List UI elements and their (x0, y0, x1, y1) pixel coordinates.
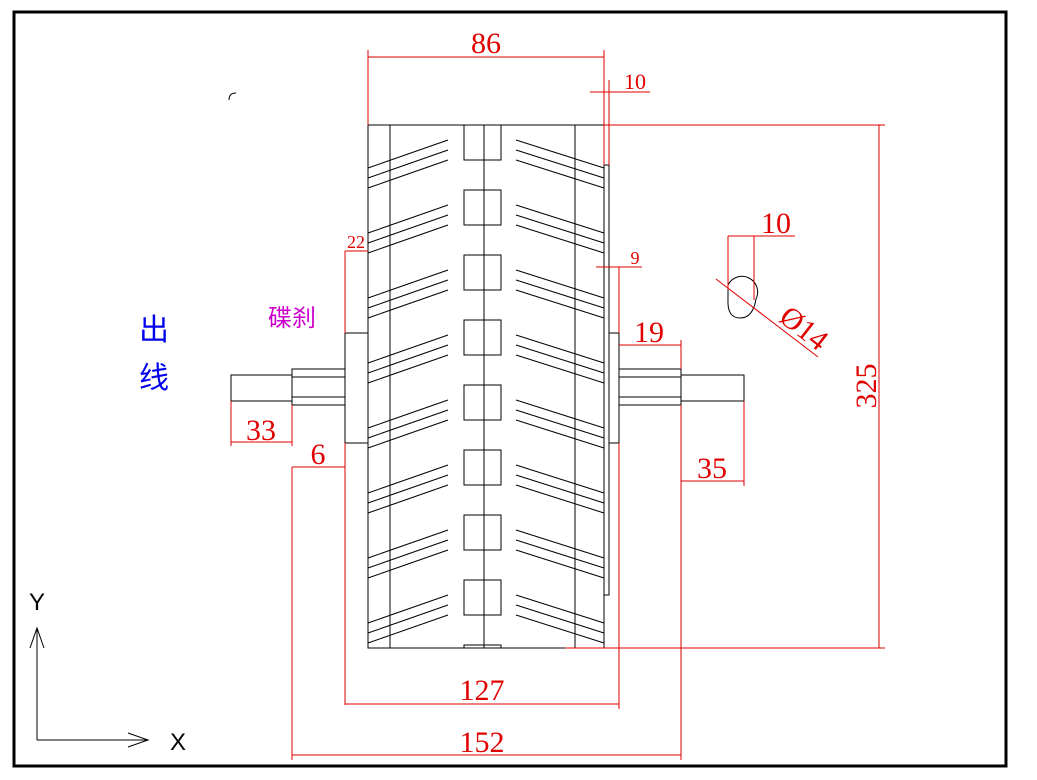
tread-chevron (367, 604, 449, 634)
dim-left-step: 6 (311, 438, 326, 471)
ucs-axis-icon: Y X (29, 589, 186, 756)
tread-chevron (367, 529, 449, 559)
tread-chevron (515, 549, 605, 579)
tread-chevron (515, 354, 605, 384)
tread-block (463, 254, 502, 291)
tread-chevron (515, 344, 605, 374)
tread-chevron (515, 399, 605, 429)
tread-chevron (515, 289, 605, 319)
tread-chevron (515, 214, 605, 244)
tread-chevron (367, 399, 449, 429)
tread-chevrons (367, 139, 605, 644)
tread-chevron (367, 289, 449, 319)
dim-overall-span: 152 (460, 726, 505, 759)
tread-chevron (367, 334, 449, 364)
brake-label: 碟刹 (268, 304, 316, 332)
tread-chevron (367, 464, 449, 494)
tread-chevron (515, 474, 605, 504)
tread-block (463, 189, 502, 226)
tread-chevron (515, 419, 605, 449)
tread-chevron (367, 594, 449, 624)
tread-chevron (515, 269, 605, 299)
tread-chevron (367, 614, 449, 644)
outlet-label-2: 线 (139, 361, 169, 396)
dim-tire-width: 86 (471, 27, 501, 60)
tread-block (463, 384, 502, 421)
tread-chevron (515, 604, 605, 634)
tread-chevron (515, 159, 605, 189)
outlet-label-1: 出 (139, 313, 169, 348)
tread-chevron (367, 344, 449, 374)
tread-chevron (367, 409, 449, 439)
tread-block (463, 124, 502, 161)
right-shaft-end (680, 374, 745, 402)
dim-hole-offset: 10 (761, 207, 791, 240)
tread-chevron (515, 224, 605, 254)
tread-chevron (367, 539, 449, 569)
tread-chevron (515, 464, 605, 494)
tread-chevron (515, 539, 605, 569)
dim-right-shaft: 35 (697, 452, 727, 485)
dim-height: 325 (850, 364, 883, 409)
tread-chevron (367, 204, 449, 234)
tread-chevron (367, 214, 449, 244)
tread-block (463, 319, 502, 356)
axis-y-label: Y (29, 589, 45, 616)
corner-mark (228, 92, 237, 101)
tread-chevron (367, 139, 449, 169)
tread-chevron (515, 409, 605, 439)
tread-chevron (367, 159, 449, 189)
drawing-frame (12, 10, 1008, 768)
tread-chevron (367, 474, 449, 504)
tread-chevron (367, 484, 449, 514)
tread-block (463, 514, 502, 551)
tread-chevron (515, 334, 605, 364)
tread-block (463, 449, 502, 486)
mount-hole (727, 275, 759, 319)
dim-brake-flange: 22 (347, 232, 365, 252)
tread-block (463, 579, 502, 616)
tread-chevron (367, 354, 449, 384)
dim-flange-span: 127 (460, 674, 505, 707)
tread-chevron (515, 594, 605, 624)
left-shaft-end (230, 374, 293, 402)
tread-chevron (367, 224, 449, 254)
tread-chevron (367, 549, 449, 579)
tread-chevron (515, 279, 605, 309)
tread-chevron (367, 269, 449, 299)
tread-chevron (515, 529, 605, 559)
axis-x-label: X (170, 729, 186, 756)
dim-right-flange: 9 (631, 248, 640, 268)
tread-chevron (367, 279, 449, 309)
dim-hole-diameter-line (715, 278, 819, 358)
tread-chevron (515, 149, 605, 179)
dim-rim-offset: 10 (624, 69, 646, 94)
tread-chevron (515, 139, 605, 169)
tread-chevron (367, 149, 449, 179)
tread-block (463, 644, 502, 649)
dim-left-shaft: 33 (246, 414, 276, 447)
dim-right-hub: 19 (634, 316, 664, 349)
tread-blocks (463, 124, 502, 649)
tread-chevron (515, 204, 605, 234)
tread-chevron (515, 614, 605, 644)
tread-chevron (367, 419, 449, 449)
tread-chevron (515, 484, 605, 514)
